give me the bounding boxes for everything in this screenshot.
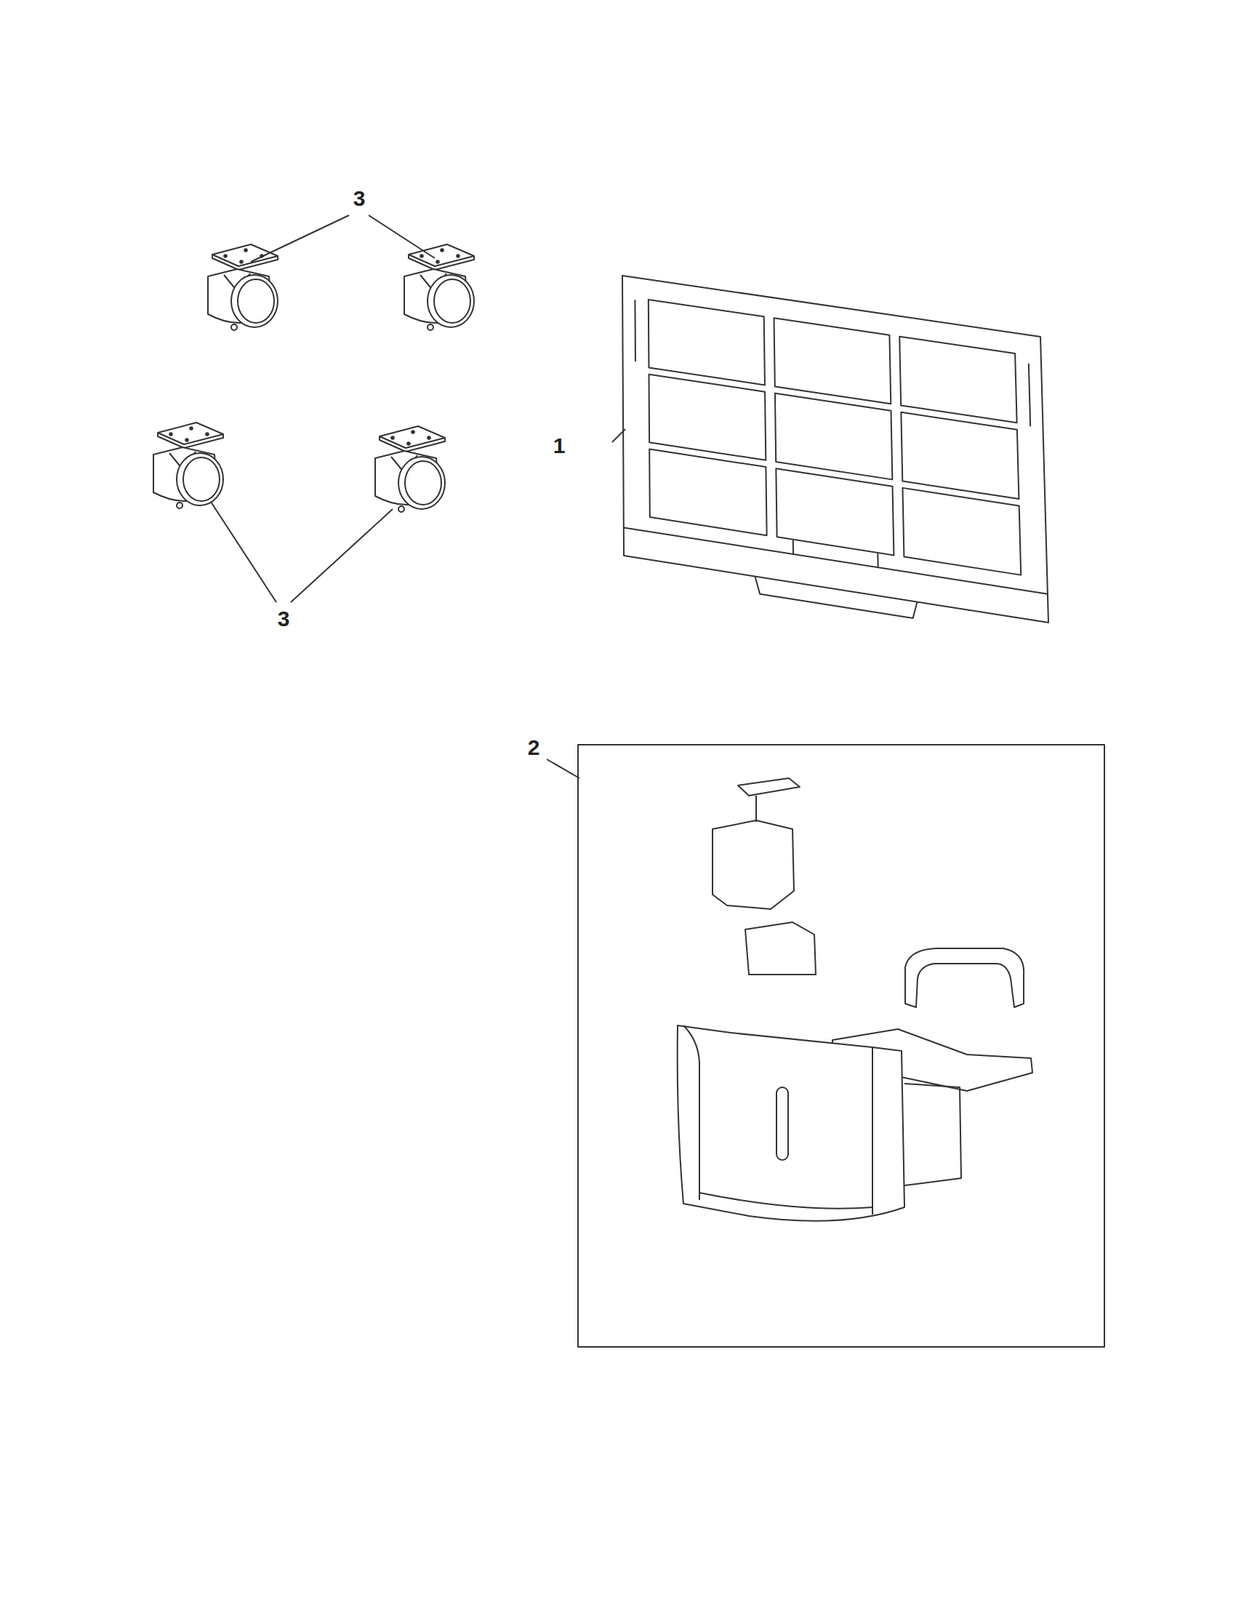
plate-hole [427, 436, 431, 440]
plate-edge [212, 254, 278, 270]
plate-edge [157, 432, 224, 448]
plate-hole [169, 432, 173, 436]
plate-hole [239, 260, 243, 264]
callout-number: 3 [274, 606, 294, 632]
leader-lines [210, 215, 626, 778]
float-block [745, 921, 816, 975]
wheel-inner [404, 460, 442, 505]
direction-arrow [876, 553, 879, 568]
wheel-outer [398, 456, 445, 509]
leader-line [290, 508, 393, 603]
cover-stem [755, 795, 757, 822]
filter-mesh-cell [775, 468, 894, 555]
filter-mesh-cell [648, 299, 765, 385]
tank-body [677, 1025, 905, 1221]
cover-tab [737, 777, 800, 796]
frame-slot [633, 299, 636, 362]
plate-edge [379, 436, 445, 452]
water-tank-assembly [578, 744, 1105, 1347]
wheel-foot [231, 324, 238, 331]
filter-mesh-cell [649, 374, 767, 461]
wheel-inner [237, 279, 275, 323]
caster-wheel [153, 422, 224, 509]
wheel-outer [427, 274, 475, 328]
wheel-foot [398, 506, 405, 512]
filter-mesh-cell [902, 487, 1021, 576]
filter-mesh-cell [775, 393, 893, 480]
wheel-outer [231, 274, 278, 328]
air-filter [622, 275, 1049, 623]
plate-hole [411, 430, 415, 434]
leader-line [546, 759, 580, 778]
direction-arrow [792, 540, 794, 555]
wheel-outer [176, 452, 224, 506]
tank-edge [683, 1025, 700, 1200]
tank-edge [871, 1046, 874, 1215]
plate-edge [408, 254, 475, 270]
tank-handle [905, 948, 1024, 1007]
leader-line [250, 215, 349, 262]
plate-hole [420, 254, 424, 258]
tank-side [904, 1083, 962, 1186]
plate-hole [223, 254, 227, 258]
plate-hole [189, 426, 193, 430]
callout-number: 3 [350, 186, 369, 211]
tank-bottom [699, 1192, 873, 1209]
plate-hole [407, 442, 411, 445]
caster-wheel [375, 426, 445, 512]
caster-wheel [207, 244, 278, 331]
plate-hole [185, 438, 189, 442]
assembly-frame [578, 744, 1105, 1347]
leader-line [210, 501, 277, 603]
plate-hole [456, 254, 460, 258]
plate-hole [440, 248, 444, 252]
wheel-foot [176, 502, 183, 509]
filter-mesh-cell [899, 336, 1017, 424]
filter-mesh-cell [649, 449, 767, 536]
filter-mesh-cell [900, 412, 1019, 499]
filter-mesh-cell [774, 317, 892, 404]
plate-hole [244, 248, 248, 252]
caster-wheel [404, 244, 475, 331]
frame-slot [1028, 363, 1031, 427]
plate-hole [391, 436, 395, 440]
leader-line [368, 215, 435, 259]
wheel-inner [434, 279, 471, 323]
wheel-foot [427, 324, 434, 331]
filter-frame [622, 275, 1049, 623]
leader-line [612, 428, 626, 443]
float-cover [712, 820, 794, 909]
level-window [776, 1086, 789, 1160]
wheel-inner [183, 457, 220, 501]
plate-hole [205, 432, 209, 436]
callout-number: 2 [524, 735, 544, 760]
callout-number: 1 [550, 433, 569, 459]
plate-hole [436, 260, 440, 264]
